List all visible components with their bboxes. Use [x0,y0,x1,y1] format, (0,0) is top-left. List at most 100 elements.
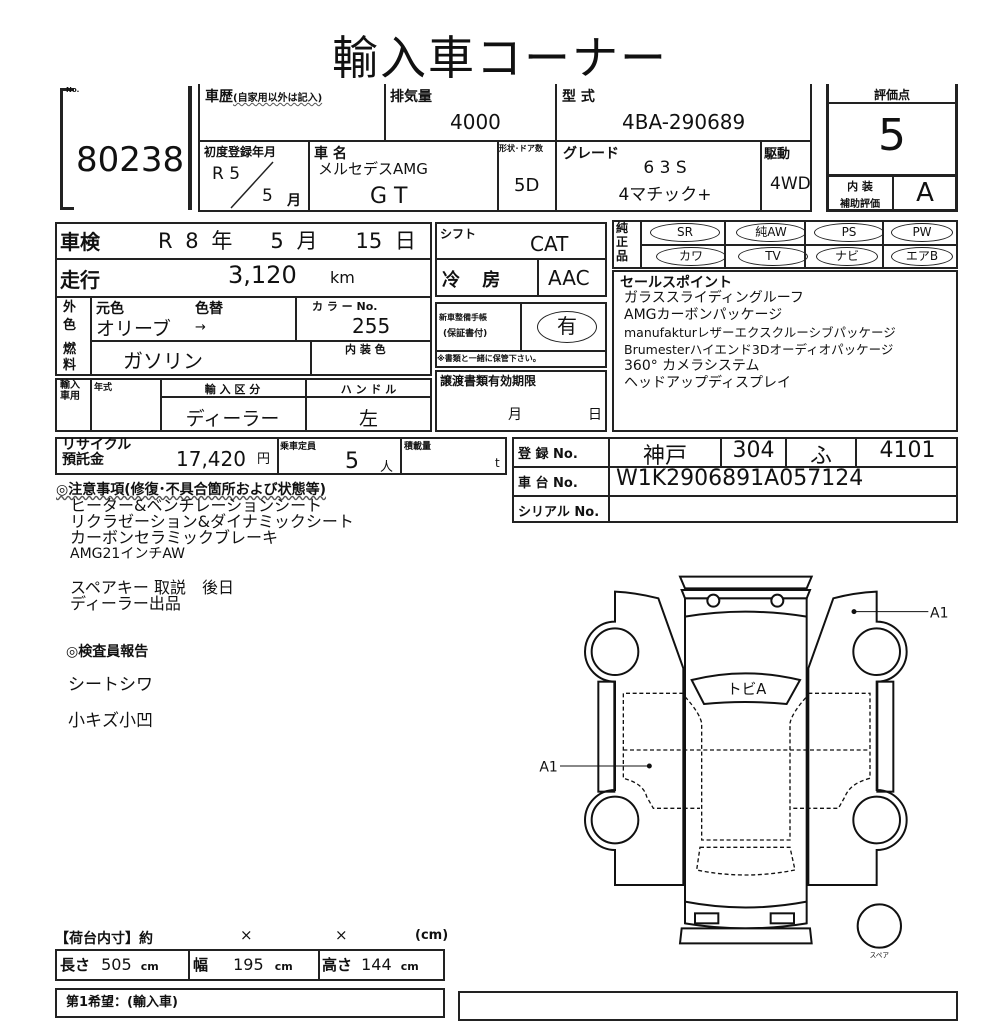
service-book-note: ※書類と一緒に保管下さい。 [437,354,541,363]
genuine-navi: ナビ [816,247,878,266]
divider [188,86,192,210]
divider [160,378,162,432]
mileage-label: 走行 [60,268,100,292]
divider [640,244,958,246]
genuine-pw: PW [891,223,953,242]
capacity-label: 乗車定員 [280,442,317,452]
displacement-label: 排気量 [390,89,432,105]
sales-point: 360° カメラシステム [624,358,760,374]
divider [198,140,812,142]
first-reg-label: 初度登録年月 [204,145,277,159]
divider [720,437,722,466]
notes-label: ◎注意事項(修復･不具合箇所および状態等) [56,482,327,498]
capacity-value: 5 [345,449,359,474]
divider [90,378,92,432]
load-label: 積載量 [404,442,432,452]
import-year-label: 年式 [94,383,113,393]
transfer-box [435,370,607,432]
car-maker: メルセデスAMG [318,160,428,178]
divider [277,437,279,475]
displacement-value: 4000 [450,110,501,134]
left-door-mark: A1 [539,759,557,775]
recycle-label: リサイクル預託金 [62,437,132,468]
note-line: AMG21インチAW [70,546,185,562]
handle-value: 左 [358,408,378,430]
grade-line2: 4マチック+ [618,185,712,205]
transfer-day: 日 [588,407,602,423]
inspector-line: 小キズ小凹 [68,711,153,731]
divider [512,495,958,497]
lot-number: 80238 [76,140,185,180]
score-label: 評価点 [873,88,910,102]
divider [892,174,894,212]
divider [435,350,607,352]
mileage-unit: km [330,268,355,287]
recycle-unit: 円 [257,452,271,467]
wheel-icon [590,627,640,676]
color-code: 255 [352,314,391,338]
sales-point: ヘッドアップディスプレイ [624,375,792,391]
import-type-label: 輸 入 区 分 [204,383,261,396]
recycle-value: 17,420 [176,447,246,471]
color-arrow: → [195,320,206,335]
handle-label: ハ ン ド ル [340,383,397,396]
history-label: 車歴(自家用以外は記入) [205,89,323,105]
lot-no-label: No. [66,86,80,94]
registration-kana: ふ [809,444,832,469]
inspection-label: 車検 [60,230,100,254]
sales-points-box [612,270,958,432]
serial-label: シリアル No. [518,505,600,520]
first-reg-year: R 5 [212,164,241,184]
divider [308,140,310,212]
divider [384,84,386,140]
transfer-month: 月 [508,407,522,423]
first-reg-month: 5 [262,186,273,206]
divider [537,258,539,297]
car-name-label: 車 名 [314,146,347,162]
registration-table [512,437,958,523]
divider [760,140,762,212]
import-table [55,378,432,432]
divider [188,949,190,981]
service-book-label: 新車整備手帳 [439,313,487,322]
note-line: スペアキー 取説 後日 [70,578,234,597]
page-title: 輸入車コーナー [332,31,668,85]
service-book-value: 有 [537,311,597,343]
divider [785,437,787,466]
ac-label: 冷 房 [442,270,509,291]
roof-mark: トビA [727,681,766,698]
capacity-unit: 人 [380,460,394,475]
wish-label: 第1希望：(輸入車) [66,995,178,1010]
dashed-lines [622,692,871,876]
orig-color-label: 元色 [96,301,124,317]
color-code-label: カ ラ ー No. [312,300,378,313]
top-table [198,84,812,212]
service-book-sub-label: (保証書付) [443,329,488,339]
divider [305,378,307,432]
drive-value: 4WD [770,174,811,194]
car-body-top [678,575,814,945]
sales-point: manufakturレザーエクスクルーシブパッケージ [624,325,896,340]
genuine-alloy-wheels: 純AW [736,223,806,242]
color-label: 外色 [63,300,77,333]
roof-panel [690,672,802,706]
sales-points-label: セールスポイント [620,275,732,291]
divider [855,437,857,466]
divider [295,296,297,340]
registration-area: 神戸 [642,444,687,469]
model-code-label: 型 式 [562,89,595,105]
divider [310,340,312,376]
genuine-tv: TV [738,247,808,266]
interior-color-label: 内 装 色 [345,343,386,356]
genuine-ps: PS [814,223,884,242]
lot-bracket [60,88,74,210]
divider [55,296,432,298]
length-cell: 長さ 505 cm [60,955,159,974]
divider [90,296,92,376]
grade-label: グレード [563,146,619,162]
chassis-number: W1K2906891A057124 [616,466,864,491]
divider [497,140,499,212]
model-code-value: 4BA-290689 [622,110,746,134]
body-label: 形状･ドア数 [499,144,543,153]
ac-value: AAC [548,266,590,290]
